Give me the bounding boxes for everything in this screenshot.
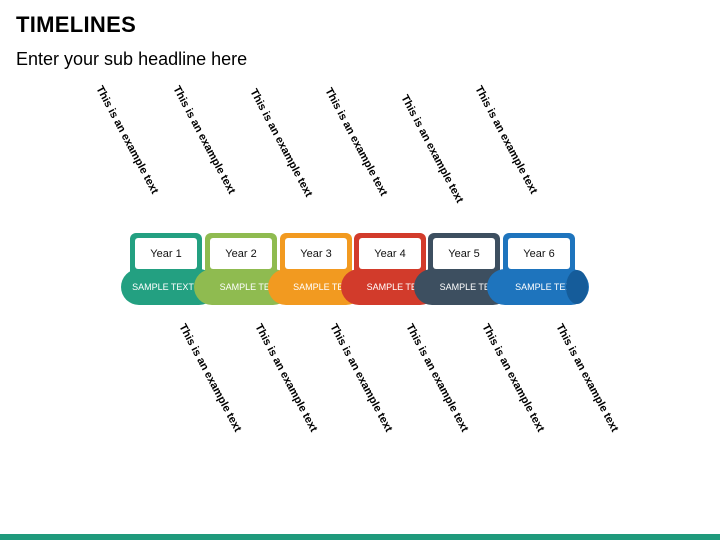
year-label-2: Year 2 (210, 238, 272, 269)
top-text-1: This is an example text (93, 84, 161, 196)
year-label-5: Year 5 (433, 238, 495, 269)
bottom-text-1: This is an example text (176, 322, 244, 434)
year-tab-1: Year 1 (130, 233, 202, 273)
bottom-text-3: This is an example text (327, 322, 395, 434)
year-tab-4: Year 4 (354, 233, 426, 273)
year-label-1: Year 1 (135, 238, 197, 269)
year-tab-6: Year 6 (503, 233, 575, 273)
top-text-5: This is an example text (398, 93, 466, 205)
page-title: TIMELINES (16, 12, 137, 37)
year-tab-5: Year 5 (428, 233, 500, 273)
top-text-6: This is an example text (472, 84, 540, 196)
segment-text-5: SAMPLE TEXT (439, 282, 502, 292)
bottom-text-4: This is an example text (403, 322, 471, 434)
segment-text-1: SAMPLE TEXT (132, 282, 194, 292)
year-label-6: Year 6 (508, 238, 570, 269)
footer-bar (0, 534, 720, 540)
year-label-4: Year 4 (359, 238, 421, 269)
bottom-text-6: This is an example text (553, 322, 621, 434)
bottom-text-5: This is an example text (479, 322, 547, 434)
top-text-4: This is an example text (322, 86, 390, 198)
segment-text-6: SAMPLE TEXT (515, 282, 577, 292)
bottom-text-2: This is an example text (252, 322, 320, 434)
year-label-3: Year 3 (285, 238, 347, 269)
segment-text-2: SAMPLE TEXT (219, 282, 282, 292)
segment-text-4: SAMPLE TEXT (366, 282, 429, 292)
timeline-end-cap (566, 270, 588, 304)
top-text-3: This is an example text (247, 87, 315, 199)
year-tab-2: Year 2 (205, 233, 277, 273)
page-subtitle: Enter your sub headline here (16, 49, 248, 69)
year-tab-3: Year 3 (280, 233, 352, 273)
top-text-2: This is an example text (170, 84, 238, 196)
segment-text-3: SAMPLE TEXT (293, 282, 355, 292)
